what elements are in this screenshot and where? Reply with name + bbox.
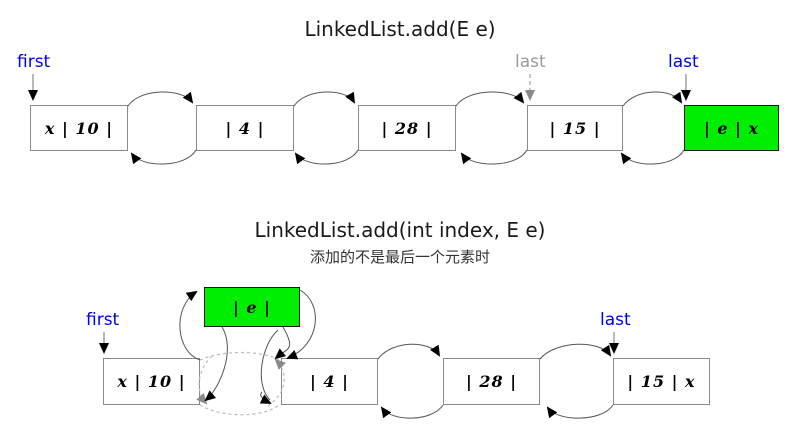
top-diagram-title: LinkedList.add(E e) [304,17,496,41]
bottom-node-10-text: x | 10 | [117,372,186,391]
top-link-15-e [620,91,685,165]
bottom-new-link-e-to-4 [259,289,316,404]
bottom-last-pointer-label: last [600,310,631,330]
top-node-10-text: x | 10 | [44,118,114,138]
bottom-first-pointer-label: first [86,310,120,330]
bottom-node-28-text: | 28 | [465,372,518,391]
bottom-node-e-inserted-text: | e | [233,297,271,317]
bottom-link-28-15 [539,343,614,419]
bottom-node-15-text: | 15 | x [627,372,696,391]
bottom-new-link-10-to-e [179,290,228,402]
top-node-10: x | 10 | [30,105,128,151]
top-node-4: | 4 | [196,105,294,151]
bottom-node-10: x | 10 | [103,358,200,405]
bottom-node-4: | 4 | [281,358,378,405]
top-node-28-text: | 28 | [381,118,433,138]
bottom-link-4-28 [377,343,444,419]
top-link-10-4 [127,91,197,165]
top-node-e-new-text: | e | x [703,118,760,138]
bottom-diagram-subtitle: 添加的不是最后一个元素时 [309,248,490,266]
bottom-diagram-title: LinkedList.add(int index, E e) [254,218,546,242]
top-last-pointer-new-label: last [668,52,699,72]
bottom-old-link-10-4 [196,351,286,416]
bottom-node-4-text: | 4 | [310,372,349,391]
top-node-28: | 28 | [358,105,456,151]
bottom-node-28: | 28 | [443,358,540,405]
top-node-e-new: | e | x [684,105,779,151]
top-node-4-text: | 4 | [225,118,265,138]
top-node-15-text: | 15 | [549,118,601,138]
top-node-15: | 15 | [527,105,623,151]
top-first-pointer-label: first [17,52,51,72]
top-link-4-28 [293,91,359,165]
top-last-pointer-old-label: last [515,52,546,72]
bottom-node-e-inserted: | e | [204,287,300,327]
bottom-node-15: | 15 | x [613,358,710,405]
top-link-28-15 [455,91,528,165]
